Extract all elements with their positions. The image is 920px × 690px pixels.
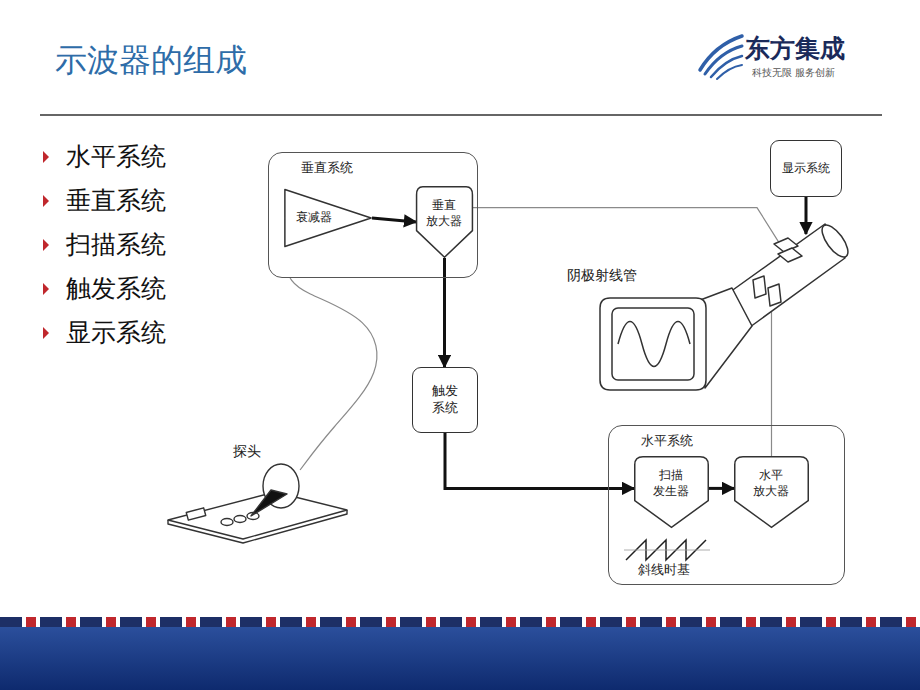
- trigger-system-box: 触发 系统: [412, 367, 478, 433]
- node-heading: 探头: [231, 442, 263, 460]
- display-system-box: 显示系统: [770, 140, 842, 197]
- attenuator-triangle: 衰减器: [284, 189, 372, 247]
- node-label: 水平 放大器: [752, 468, 790, 499]
- title-rule: [40, 114, 882, 116]
- logo-slogan: 科技无限 服务创新: [752, 66, 835, 79]
- node-label: 触发 系统: [424, 383, 466, 417]
- bullet-item: 垂直系统: [66, 185, 166, 218]
- node-label: 显示系统: [782, 161, 830, 177]
- signal-arrow: [804, 197, 807, 234]
- sawtooth-axis: [624, 550, 710, 551]
- node-label: 衰减器: [296, 210, 332, 226]
- probe: 探头: [165, 440, 350, 540]
- node-label: 垂直 放大器: [425, 198, 463, 229]
- system-group: 垂直系统衰减器 垂直 放大器: [268, 152, 478, 278]
- signal-wire: [473, 208, 785, 252]
- timebase-label: 斜线时基: [638, 562, 690, 579]
- signal-arrow: [445, 433, 634, 488]
- bullet-item: 扫描系统: [66, 229, 166, 262]
- bullet-marks: [43, 151, 49, 339]
- amplifier-block: 垂直 放大器: [416, 186, 473, 258]
- slide-title: 示波器的组成: [55, 40, 247, 82]
- node-heading: 阴极射线管: [565, 266, 639, 284]
- crt-tube: 阴极射线管: [560, 222, 845, 392]
- signal-arrow: [709, 487, 734, 490]
- node-heading: 水平系统: [639, 433, 695, 450]
- footer-band: [0, 627, 920, 690]
- amplifier-block: 水平 放大器: [734, 456, 809, 528]
- logo-mark: [700, 36, 742, 79]
- signal-arrow: [443, 258, 446, 367]
- system-group: 水平系统扫描 发生器 水平 放大器: [608, 425, 845, 585]
- node-heading: 垂直系统: [299, 160, 355, 177]
- crt-tube-outline: [560, 222, 845, 392]
- logo-text: 东方集成: [745, 33, 845, 66]
- bullet-item: 触发系统: [66, 273, 166, 306]
- sweep-generator-block: 扫描 发生器: [634, 456, 709, 528]
- signal-wire: [290, 278, 377, 470]
- signal-arrow: [372, 218, 416, 222]
- bullet-item: 水平系统: [66, 141, 166, 174]
- footer-dash-strip: [0, 617, 920, 627]
- node-label: 扫描 发生器: [652, 468, 690, 499]
- bullet-item: 显示系统: [66, 317, 166, 350]
- signal-wire: [765, 300, 772, 456]
